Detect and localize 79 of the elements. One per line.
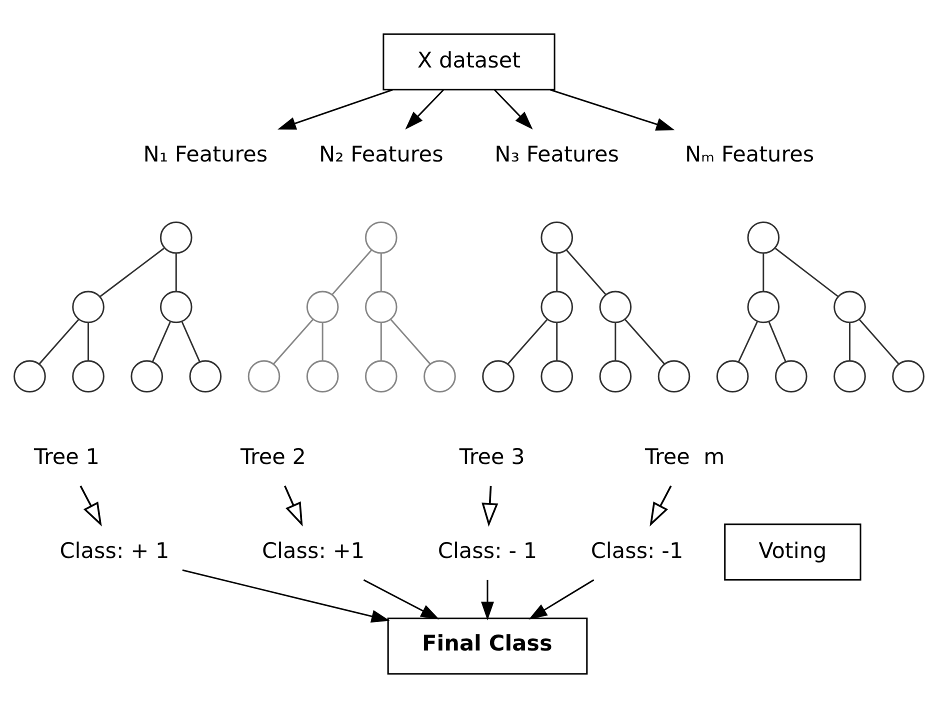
connector [390,318,431,364]
node-text: Tree 3 [459,444,525,470]
connector [380,322,382,360]
connector [380,252,382,291]
node-circle [540,360,574,392]
connector [175,252,177,291]
connector [99,247,164,297]
node-circle [364,290,398,323]
connector [858,318,900,364]
node-box: Final Class [387,617,588,674]
node-circle [248,360,280,392]
node-circle [364,360,398,392]
node-text: Nₘ Features [684,142,814,168]
connector [556,322,558,360]
node-circle [747,220,780,254]
node-circle [424,360,456,392]
arrow [80,484,102,526]
node-circle [774,360,808,392]
connector [848,322,850,360]
node-circle [716,360,749,392]
arrow [182,568,390,622]
arrow [405,88,444,130]
node-text: N₃ Features [494,142,620,168]
arrow [284,485,303,526]
node-circle [599,360,632,392]
connector [152,321,171,362]
node-circle [364,220,398,254]
node-text: Tree 2 [240,444,306,470]
node-circle [130,360,164,392]
node-circle [72,290,104,323]
node-circle [72,360,104,392]
node-text: Class: -1 [590,538,684,564]
node-circle [834,290,866,323]
arrow [277,88,394,130]
arrow [481,579,494,620]
connector [88,322,90,360]
node-circle [540,290,574,323]
node-text: Class: +1 [262,538,365,564]
connector [38,318,80,364]
node-circle [540,220,574,254]
node-circle [160,220,192,254]
arrow [550,88,675,130]
node-text: Class: + 1 [60,538,170,564]
arrow [482,485,498,526]
node-text: N₁ Features [143,142,268,168]
arrow [528,578,594,619]
node-circle [306,290,339,323]
connector [272,318,314,364]
node-circle [747,290,780,323]
connector [614,322,616,360]
node-circle [306,360,339,392]
node-text: Tree 1 [34,444,100,470]
connector [507,318,548,364]
node-box: Voting [724,523,862,580]
node-circle [189,360,222,392]
arrow [494,88,533,130]
node-circle [892,360,924,392]
connector [322,322,324,360]
node-text: Class: - 1 [438,538,538,564]
connector [566,249,607,295]
node-circle [658,360,690,392]
connector [331,249,372,295]
connector [762,252,764,291]
node-circle [160,290,192,323]
node-text: Tree m [644,444,725,470]
connector [768,321,786,362]
connector [774,247,838,296]
node-box: X dataset [382,32,556,90]
node-circle [834,360,866,392]
connector [181,321,200,362]
node-text: N₂ Features [318,142,444,168]
arrow [363,578,440,619]
node-circle [599,290,632,323]
arrow [650,484,672,526]
node-circle [482,360,514,392]
connector [624,318,666,364]
connector [556,252,558,291]
node-circle [14,360,46,392]
connector [738,320,758,362]
